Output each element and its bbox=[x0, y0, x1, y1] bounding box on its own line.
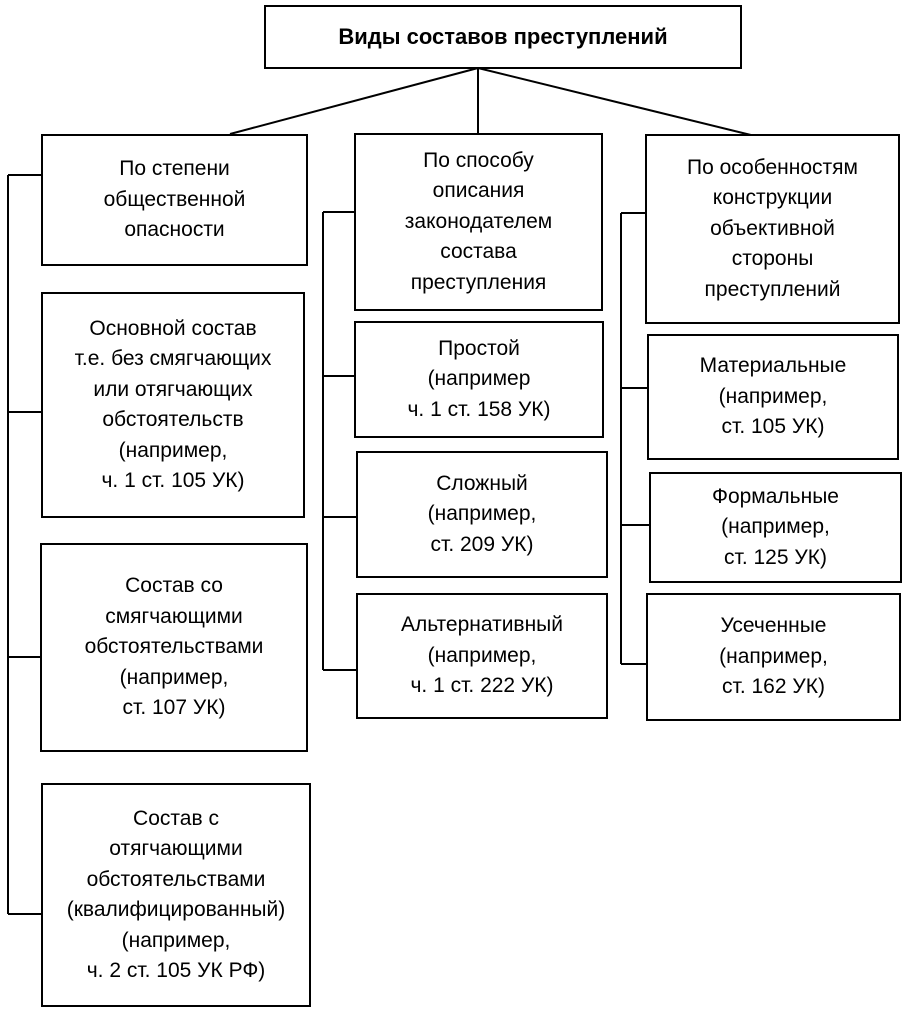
col1-item-basic: Основной состав т.е. без смягчающих или … bbox=[41, 292, 305, 518]
text-line: (например, bbox=[721, 515, 830, 539]
connector-title-right bbox=[477, 67, 756, 137]
text-line: Состав со bbox=[125, 574, 223, 598]
col1-item-mitigating: Состав со смягчающими обстоятельствами (… bbox=[40, 543, 308, 752]
col2-item-complex: Сложный (например, ст. 209 УК) bbox=[356, 451, 608, 578]
title-line: Виды составов преступлений bbox=[338, 23, 668, 49]
text-line: (например, bbox=[427, 643, 537, 667]
text-line: По способу bbox=[423, 148, 534, 172]
text-line: (например, bbox=[427, 502, 537, 526]
connector-title-left bbox=[229, 67, 479, 135]
col2-header: По способу описания законодателем состав… bbox=[354, 133, 603, 311]
diagram-title: Виды составов преступлений bbox=[264, 5, 742, 69]
text-line: конструкции bbox=[712, 186, 833, 210]
text-line: состава bbox=[440, 240, 517, 264]
text-line: (например, bbox=[119, 665, 229, 689]
text-line: (например, bbox=[719, 644, 828, 668]
col3-item-truncated: Усеченные (например, ст. 162 УК) bbox=[646, 593, 901, 721]
text-line: Основной состав bbox=[89, 316, 257, 340]
text-line: ч. 1 ст. 158 УК) bbox=[407, 397, 551, 421]
text-line: Состав с bbox=[133, 806, 219, 830]
text-line: (например, bbox=[718, 384, 828, 408]
text-line: ст. 105 УК) bbox=[721, 415, 825, 439]
text-line: т.е. без смягчающих bbox=[74, 347, 272, 370]
text-line: (например bbox=[427, 367, 531, 391]
text-line: ст. 107 УК) bbox=[122, 696, 226, 720]
text-line: преступления bbox=[410, 270, 547, 294]
text-line: Материальные bbox=[699, 354, 847, 378]
text-line: ст. 125 УК) bbox=[724, 545, 827, 569]
text-line: отягчающими bbox=[109, 837, 243, 860]
col3-item-formal: Формальные (например, ст. 125 УК) bbox=[649, 472, 902, 583]
text-line: обстоятельствами bbox=[86, 867, 266, 891]
text-line: или отягчающих bbox=[93, 377, 253, 401]
text-line: По степени bbox=[119, 157, 230, 181]
text-line: По особенностям bbox=[687, 155, 858, 179]
text-line: (например, bbox=[118, 438, 228, 462]
col2-item-alternative: Альтернативный (например, ч. 1 ст. 222 У… bbox=[356, 593, 608, 719]
text-line: ч. 1 ст. 222 УК) bbox=[410, 674, 554, 698]
col3-header: По особенностям конструкции объективной … bbox=[645, 134, 900, 324]
text-line: (например, bbox=[121, 928, 231, 952]
text-line: Усеченные bbox=[720, 614, 827, 638]
text-line: законодателем bbox=[404, 209, 553, 233]
text-line: Сложный bbox=[436, 471, 528, 495]
text-line: Формальные bbox=[711, 484, 839, 508]
col1-header: По степени общественной опасности bbox=[41, 134, 308, 266]
text-line: ч. 2 ст. 105 УК РФ) bbox=[86, 959, 266, 982]
text-line: опасности bbox=[124, 218, 225, 242]
text-line: (квалифицированный) bbox=[66, 898, 286, 921]
text-line: Альтернативный bbox=[400, 613, 564, 637]
col2-item-simple: Простой (например ч. 1 ст. 158 УК) bbox=[354, 321, 604, 438]
text-line: смягчающими bbox=[105, 604, 243, 628]
col1-item-aggravating: Состав с отягчающими обстоятельствами (к… bbox=[41, 783, 311, 1007]
text-line: объективной bbox=[710, 216, 835, 240]
text-line: преступлений bbox=[704, 277, 841, 301]
text-line: ч. 1 ст. 105 УК) bbox=[101, 469, 245, 492]
text-line: описания bbox=[432, 179, 525, 203]
text-line: ст. 209 УК) bbox=[430, 532, 534, 556]
text-line: обстоятельствами bbox=[84, 635, 264, 659]
text-line: ст. 162 УК) bbox=[722, 675, 825, 699]
col3-item-material: Материальные (например, ст. 105 УК) bbox=[647, 334, 899, 460]
text-line: обстоятельств bbox=[102, 408, 244, 431]
text-line: общественной bbox=[103, 187, 246, 211]
text-line: стороны bbox=[731, 247, 814, 271]
text-line: Простой bbox=[438, 336, 520, 360]
